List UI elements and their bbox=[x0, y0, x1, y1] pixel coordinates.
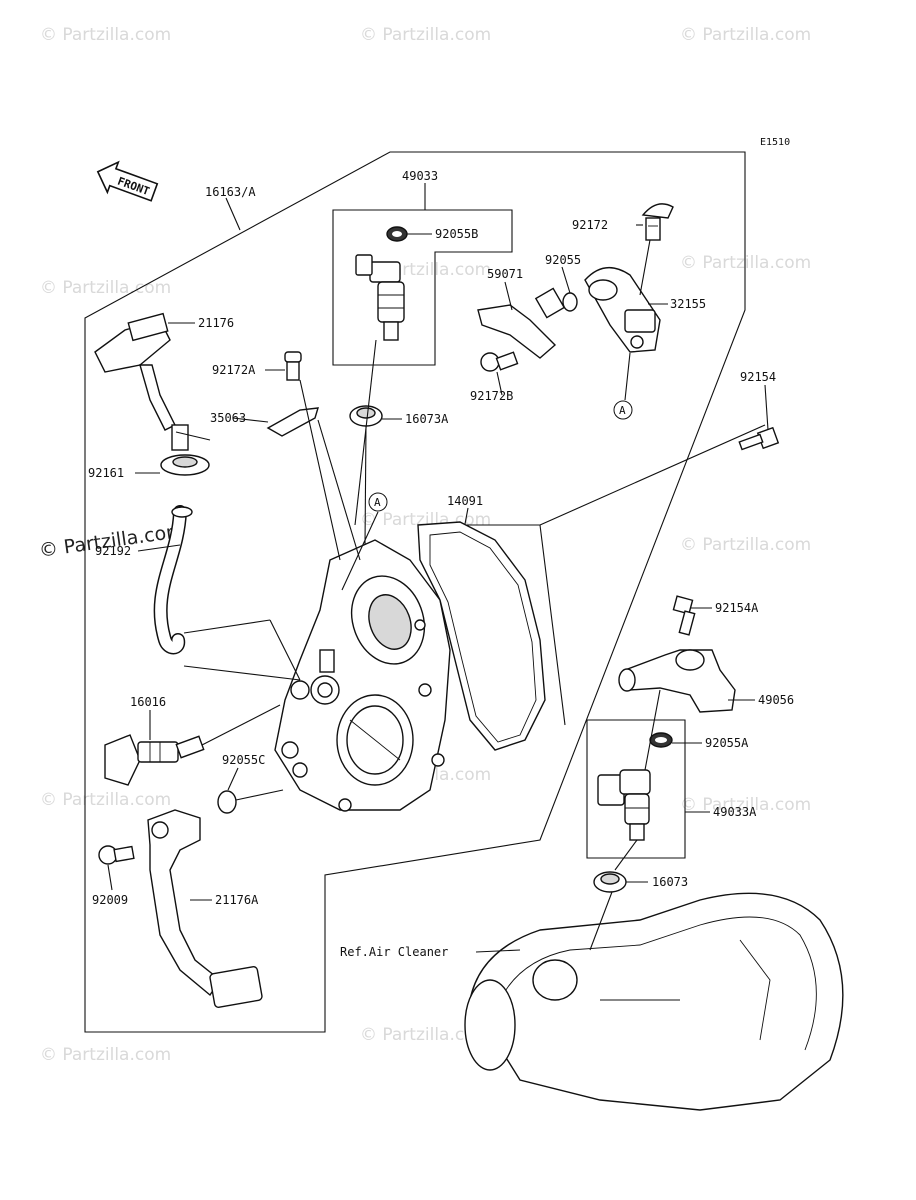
hose-end bbox=[171, 506, 193, 518]
svg-text:A: A bbox=[619, 404, 626, 417]
injector-49033A bbox=[597, 769, 651, 841]
label-32155: 32155 bbox=[670, 297, 706, 311]
label-92172B: 92172B bbox=[470, 389, 513, 403]
label-21176A: 21176A bbox=[215, 893, 259, 907]
watermark: © Partzilla.com bbox=[40, 25, 171, 45]
oring-92055C bbox=[217, 790, 237, 814]
callout-a-right: A bbox=[613, 400, 633, 420]
injector-box-49033 bbox=[332, 209, 513, 366]
sensor-21176 bbox=[94, 312, 176, 431]
label-35063: 35063 bbox=[210, 411, 246, 425]
injector-box-49033A bbox=[586, 719, 686, 859]
label-16163-A: 16163/A bbox=[205, 185, 256, 199]
bracket-32155 bbox=[584, 267, 661, 353]
seal-16073 bbox=[593, 871, 627, 893]
bolt-92154A bbox=[672, 595, 696, 636]
label-92009: 92009 bbox=[92, 893, 128, 907]
label-49033: 49033 bbox=[402, 169, 438, 183]
screw-92172A bbox=[284, 351, 302, 381]
label-21176: 21176 bbox=[198, 316, 234, 330]
watermark: © Partzilla.com bbox=[680, 253, 811, 273]
plate-35063 bbox=[266, 407, 319, 437]
label-92055A: 92055A bbox=[705, 736, 749, 750]
label-92055B: 92055B bbox=[435, 227, 478, 241]
label-92055: 92055 bbox=[545, 253, 581, 267]
label-92172: 92172 bbox=[572, 218, 608, 232]
leader-lines bbox=[107, 183, 769, 953]
part-labels: 16163/A 49033 92055B 92172 92055 59071 3… bbox=[88, 169, 794, 959]
label-49056: 49056 bbox=[758, 693, 794, 707]
assembly-outline bbox=[84, 151, 746, 1033]
label-16016: 16016 bbox=[130, 695, 166, 709]
watermark: © Partzilla.com bbox=[40, 1045, 171, 1065]
cover-14091 bbox=[417, 521, 546, 751]
callout-a-left: A bbox=[368, 492, 388, 512]
seal-16073A bbox=[349, 405, 383, 427]
label-16073A: 16073A bbox=[405, 412, 449, 426]
label-92161: 92161 bbox=[88, 466, 124, 480]
oring-92055A-inner bbox=[655, 737, 667, 743]
label-92192: 92192 bbox=[95, 544, 131, 558]
label-16073: 16073 bbox=[652, 875, 688, 889]
label-92154A: 92154A bbox=[715, 601, 759, 615]
watermark: © Partzilla.com bbox=[40, 278, 171, 298]
cover-bracket bbox=[455, 424, 766, 726]
sensor-16016 bbox=[104, 734, 205, 786]
label-ref-air-cleaner: Ref.Air Cleaner bbox=[340, 945, 448, 959]
label-92055C: 92055C bbox=[222, 753, 265, 767]
label-92172A: 92172A bbox=[212, 363, 256, 377]
watermark: © Partzilla.com bbox=[360, 25, 491, 45]
sensor-21176A bbox=[147, 809, 263, 1008]
bolt-92154 bbox=[738, 426, 780, 451]
watermark: © Partzilla.com bbox=[40, 790, 171, 810]
watermark: © Partzilla.com bbox=[680, 795, 811, 815]
oring-92055B-inner bbox=[392, 231, 402, 237]
shaft-92161 bbox=[160, 424, 210, 476]
label-49033A: 49033A bbox=[713, 805, 757, 819]
bolt-92009 bbox=[98, 845, 135, 865]
watermark: © Partzilla.com bbox=[680, 25, 811, 45]
watermark: © Partzilla.com bbox=[360, 1025, 491, 1045]
svg-text:A: A bbox=[374, 496, 381, 509]
oring-92055 bbox=[562, 292, 578, 312]
watermark: © Partzilla.com bbox=[680, 535, 811, 555]
label-59071: 59071 bbox=[487, 267, 523, 281]
screw-92172 bbox=[641, 203, 674, 241]
throttle-body bbox=[274, 539, 451, 812]
label-14091: 14091 bbox=[447, 494, 483, 508]
sensor-59071 bbox=[477, 287, 566, 359]
screw-92172B bbox=[480, 351, 519, 372]
air-cleaner-ref bbox=[464, 892, 844, 1111]
injector-49033 bbox=[355, 254, 405, 341]
front-arrow-icon: FRONT bbox=[96, 160, 159, 202]
pipe-49056 bbox=[618, 649, 736, 713]
label-92154: 92154 bbox=[740, 370, 776, 384]
diagram-code: E1510 bbox=[760, 137, 790, 148]
